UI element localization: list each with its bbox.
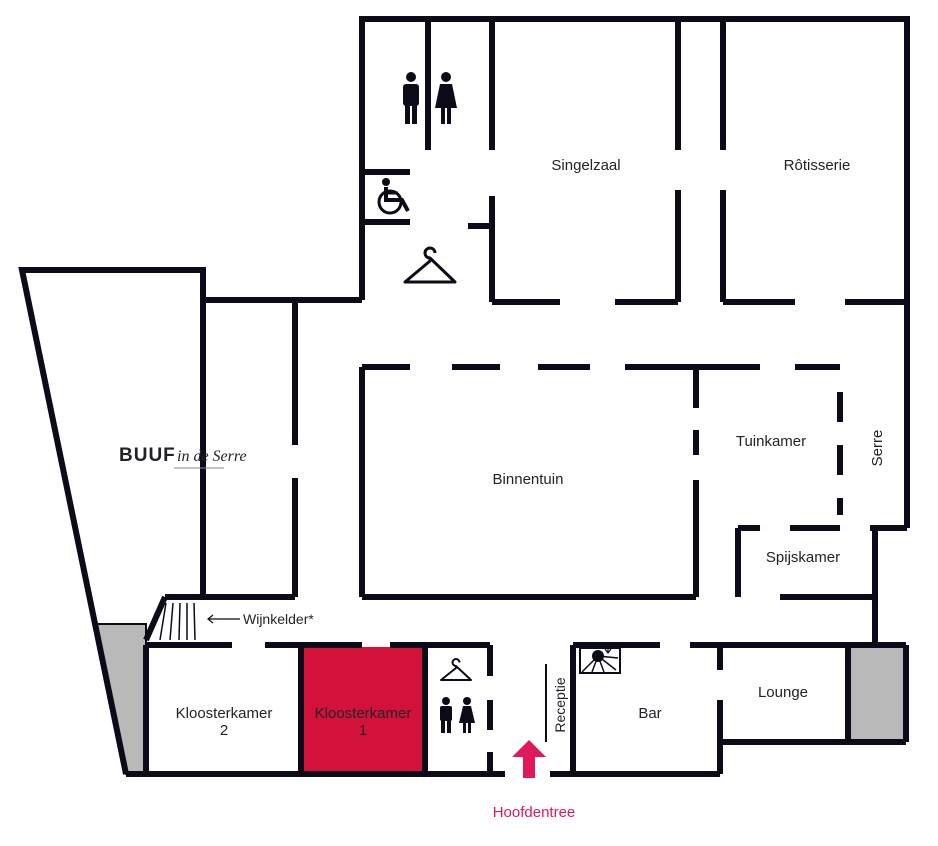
entrance-arrow-icon[interactable] (512, 740, 546, 778)
logo-script: in de Serre (177, 448, 247, 465)
label-rotisserie: Rôtisserie (784, 157, 851, 174)
label-kloosterkamer-1-line2: 1 (359, 722, 367, 739)
label-hoofdentree[interactable]: Hoofdentree (493, 804, 576, 821)
wine-cellar-arrow-icon (207, 614, 240, 624)
women-toilet-icon (435, 72, 457, 124)
label-kloosterkamer-2-line1: Kloosterkamer (176, 705, 273, 722)
label-tuinkamer: Tuinkamer (736, 433, 806, 450)
left-hatched-outline (95, 623, 147, 775)
stairs-icon (159, 602, 196, 641)
label-serre: Serre (869, 430, 886, 467)
coat-hanger-icon-small (440, 658, 472, 681)
logo-main: BUUF (119, 445, 176, 466)
right-hatched-block (848, 645, 906, 742)
label-singelzaal: Singelzaal (551, 157, 620, 174)
wheelchair-icon (377, 178, 410, 215)
men-toilet-icon (403, 72, 419, 124)
spiral-stair-icon (579, 642, 621, 674)
label-spijskamer: Spijskamer (766, 549, 840, 566)
label-receptie: Receptie (552, 677, 568, 732)
label-bar: Bar (638, 705, 661, 722)
walls (18, 16, 910, 777)
left-hatched-block (97, 624, 146, 774)
room-kloosterkamer-1-highlight[interactable] (301, 647, 425, 774)
hatched-blocks (97, 624, 906, 774)
label-kloosterkamer-2-line2: 2 (220, 722, 228, 739)
women-toilet-icon-small (459, 697, 475, 733)
label-lounge: Lounge (758, 684, 808, 701)
label-binnentuin: Binnentuin (493, 471, 564, 488)
label-wijnkelder: Wijnkelder* (243, 611, 314, 627)
coat-hanger-icon (403, 246, 457, 284)
buuf-logo: BUUF in de Serre (119, 445, 247, 469)
men-toilet-icon-small (440, 697, 452, 733)
label-kloosterkamer-1-line1: Kloosterkamer (315, 705, 412, 722)
